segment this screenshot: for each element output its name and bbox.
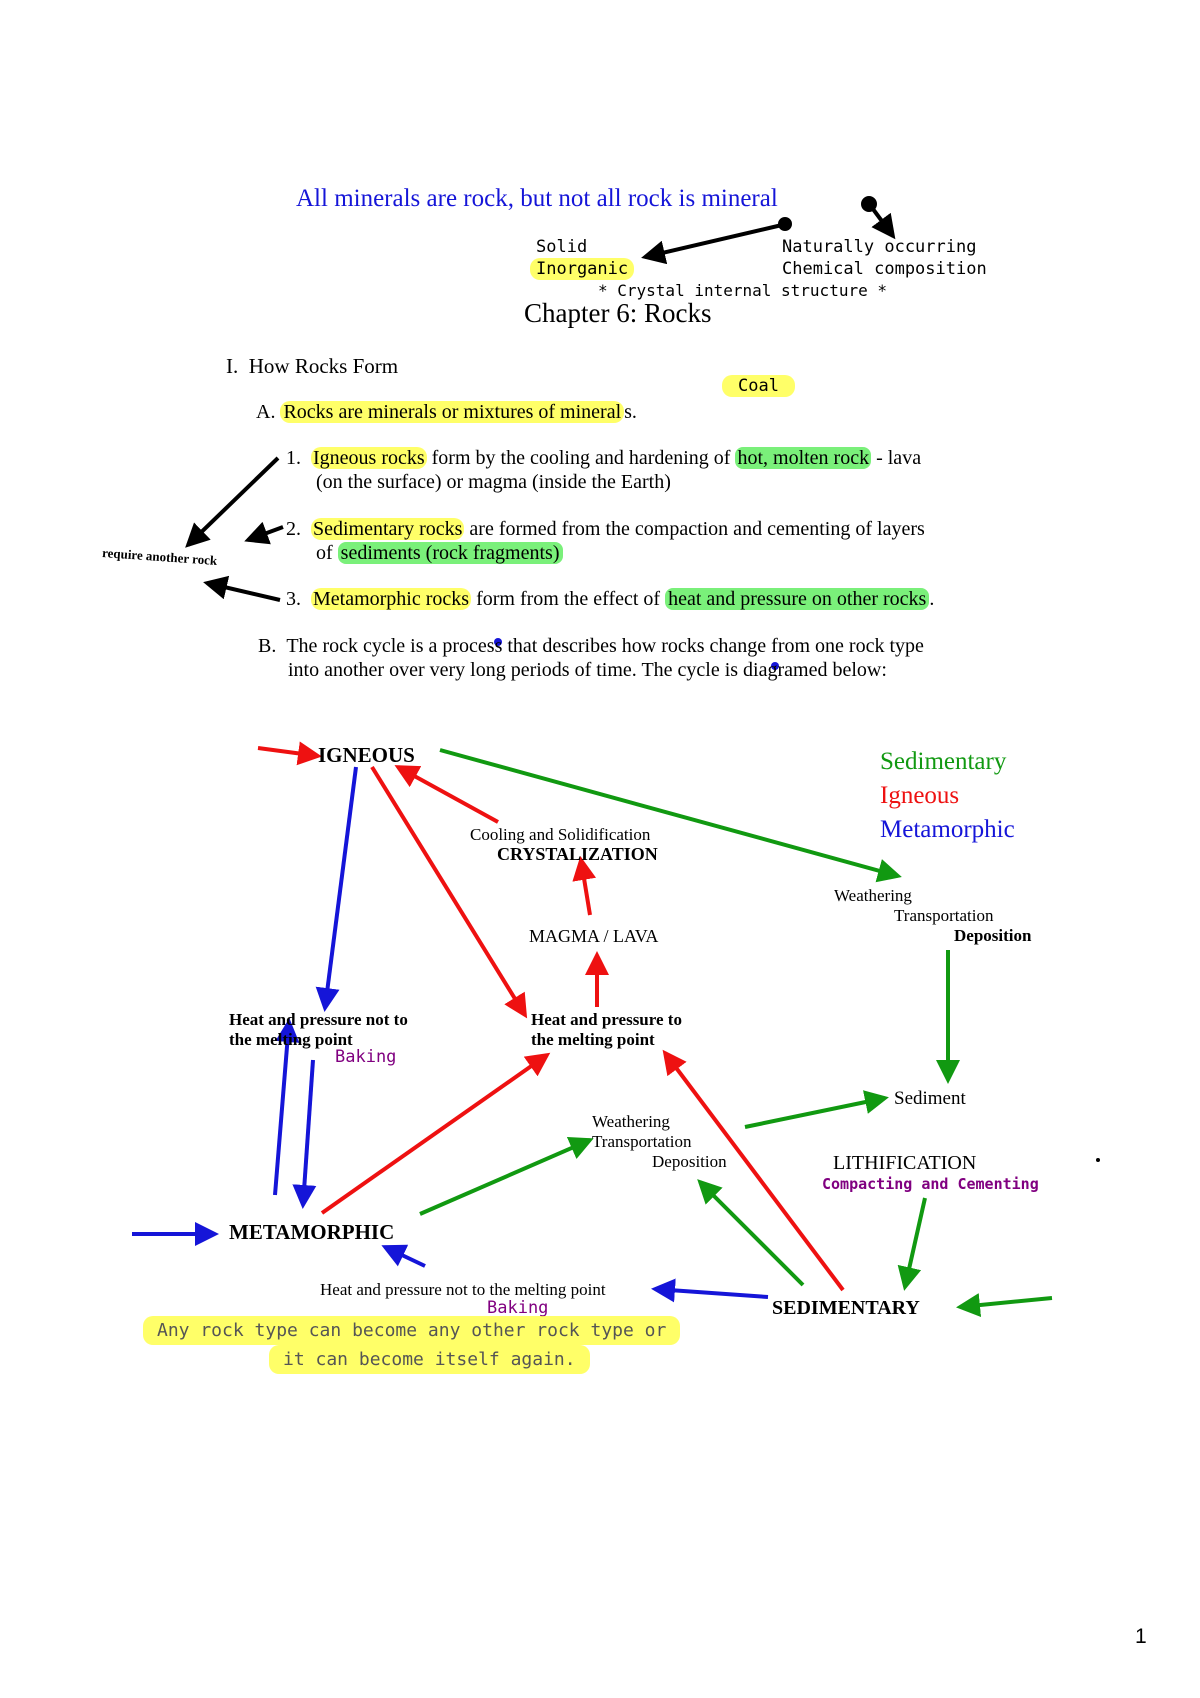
arrow-red-meta-to-heat bbox=[320, 1052, 551, 1215]
node-crystalization: CRYSTALIZATION bbox=[497, 844, 658, 864]
node-magma: MAGMA / LAVA bbox=[529, 926, 659, 946]
section-number: I. bbox=[226, 354, 239, 378]
list-3-hl1: Metamorphic rocks bbox=[311, 588, 472, 610]
arrow-green-weath2-to-sediment bbox=[744, 1090, 889, 1129]
list-3-num: 3. bbox=[286, 588, 301, 610]
item-a-highlight: Rocks are minerals or mixtures of minera… bbox=[280, 401, 625, 423]
node-heat-to: Heat and pressure to the melting point bbox=[531, 1010, 682, 1050]
weath2-transportation: Transportation bbox=[592, 1132, 692, 1151]
arrow-require-3 bbox=[203, 575, 281, 602]
list-1-hl1: Igneous rocks bbox=[311, 447, 427, 469]
arrow-green-lith-to-sed bbox=[897, 1197, 927, 1291]
compacting-note: Compacting and Cementing bbox=[822, 1175, 1039, 1193]
list-1-t2: - lava bbox=[871, 447, 922, 469]
item-a-label: A. bbox=[256, 401, 276, 423]
node-weathering-2: Weathering Transportation Deposition bbox=[592, 1112, 727, 1172]
list-3-t1: form from the effect of bbox=[471, 588, 666, 610]
list-1-hl2: hot, molten rock bbox=[735, 447, 872, 469]
heat-to-line2: the melting point bbox=[531, 1030, 655, 1049]
node-igneous: IGNEOUS bbox=[318, 743, 415, 767]
item-b: B. The rock cycle is a process that desc… bbox=[258, 634, 924, 682]
arrow-green-igneous-to-weathering bbox=[439, 748, 902, 883]
heat-to-line1: Heat and pressure to bbox=[531, 1010, 682, 1029]
arrow-blue-igneous-to-heatnot bbox=[315, 766, 358, 1012]
header-note-main: All minerals are rock, but not all rock … bbox=[296, 185, 778, 212]
heat-not-line2: the melting point bbox=[229, 1030, 353, 1049]
node-cooling: Cooling and Solidification bbox=[470, 825, 651, 844]
legend-sedimentary: Sedimentary bbox=[880, 748, 1007, 775]
section-heading: I. How Rocks Form bbox=[226, 354, 398, 379]
node-heat-not-2: Heat and pressure not to the melting poi… bbox=[320, 1280, 606, 1299]
arrow-red-igneous-to-heat bbox=[370, 765, 528, 1019]
arrow-blue-heatnot2-to-meta bbox=[381, 1244, 426, 1268]
arrow-red-into-igneous bbox=[257, 741, 322, 766]
node-lithification: LITHIFICATION bbox=[833, 1152, 977, 1174]
chapter-title: Chapter 6: Rocks bbox=[524, 298, 712, 328]
node-metamorphic: METAMORPHIC bbox=[229, 1220, 395, 1244]
legend-igneous: Igneous bbox=[880, 782, 960, 809]
heat-not-line1: Heat and pressure not to bbox=[229, 1010, 408, 1029]
node-sedimentary: SEDIMENTARY bbox=[772, 1297, 920, 1319]
list-1-num: 1. bbox=[286, 447, 301, 469]
baking-2: Baking bbox=[487, 1298, 549, 1318]
prop-chemical: Chemical composition bbox=[782, 259, 987, 279]
list-1-t1: form by the cooling and hardening of bbox=[426, 447, 736, 469]
arrow-green-meta-to-weath2 bbox=[419, 1136, 594, 1216]
footer-note-line2: it can become itself again. bbox=[269, 1345, 590, 1374]
arrow-green-into-sed bbox=[956, 1293, 1053, 1317]
weath2-deposition: Deposition bbox=[652, 1152, 727, 1171]
list-2-line2-pre: of bbox=[316, 542, 338, 564]
props-right: Naturally occurring Chemical composition bbox=[782, 236, 987, 280]
prop-crystal: * Crystal internal structure * bbox=[598, 281, 887, 300]
arrow-red-magma-to-crystal bbox=[572, 856, 597, 916]
footer-note: Any rock type can become any other rock … bbox=[143, 1316, 681, 1374]
arrow-to-inorganic bbox=[641, 223, 783, 265]
weath1-deposition: Deposition bbox=[954, 926, 1032, 945]
legend-metamorphic: Metamorphic bbox=[880, 816, 1015, 843]
list-item-1: 1. Igneous rocks form by the cooling and… bbox=[286, 446, 921, 494]
list-2-hl1: Sedimentary rocks bbox=[311, 518, 465, 540]
legend: Sedimentary Igneous Metamorphic bbox=[880, 745, 1015, 847]
list-3-t2: . bbox=[929, 588, 935, 610]
arrow-blue-sed-to-heatnot2 bbox=[651, 1278, 769, 1303]
prop-inorganic: Inorganic bbox=[530, 258, 635, 280]
footer-note-line1: Any rock type can become any other rock … bbox=[143, 1316, 681, 1345]
prop-naturally: Naturally occurring bbox=[782, 237, 977, 257]
arrow-require-1 bbox=[185, 456, 280, 548]
list-item-3: 3. Metamorphic rocks form from the effec… bbox=[286, 587, 934, 611]
weath2-weathering: Weathering bbox=[592, 1112, 670, 1131]
item-b-line1: The rock cycle is a process that describ… bbox=[286, 635, 924, 657]
page-number: 1 bbox=[1135, 1625, 1147, 1648]
section-title: How Rocks Form bbox=[248, 354, 399, 378]
arrow-red-sed-to-heat bbox=[662, 1049, 845, 1292]
list-2-line2-hl: sediments (rock fragments) bbox=[337, 542, 563, 564]
weath1-transportation: Transportation bbox=[894, 906, 994, 925]
list-2-num: 2. bbox=[286, 518, 301, 540]
item-a: A. Rocks are minerals or mixtures of min… bbox=[256, 401, 637, 424]
node-heat-not: Heat and pressure not to the melting poi… bbox=[229, 1010, 408, 1050]
list-3-hl2: heat and pressure on other rocks bbox=[665, 588, 930, 610]
list-1-line2: (on the surface) or magma (inside the Ea… bbox=[316, 471, 671, 493]
prop-solid: Solid bbox=[536, 237, 588, 257]
arrow-blue-meta-up bbox=[273, 1018, 300, 1196]
node-weathering-1: Weathering Transportation Deposition bbox=[834, 886, 1031, 946]
arrow-require-2 bbox=[244, 521, 284, 545]
list-item-2: 2. Sedimentary rocks are formed from the… bbox=[286, 517, 925, 565]
item-b-line2: into another over very long periods of t… bbox=[288, 659, 887, 681]
baking-1: Baking bbox=[335, 1047, 397, 1067]
weath1-weathering: Weathering bbox=[834, 886, 912, 905]
arrow-blue-heatnot-down bbox=[292, 1059, 317, 1209]
arrow-green-sed-to-weath2 bbox=[697, 1179, 805, 1287]
list-2-t1: are formed from the compaction and cemen… bbox=[464, 518, 925, 540]
props-left: Solid Inorganic bbox=[530, 236, 635, 280]
node-sediment: Sediment bbox=[894, 1088, 966, 1109]
arrow-red-cooling-to-igneous bbox=[394, 765, 499, 824]
coal-note: Coal bbox=[722, 375, 795, 397]
item-b-label: B. bbox=[258, 635, 277, 657]
item-a-tail: s. bbox=[624, 401, 637, 423]
